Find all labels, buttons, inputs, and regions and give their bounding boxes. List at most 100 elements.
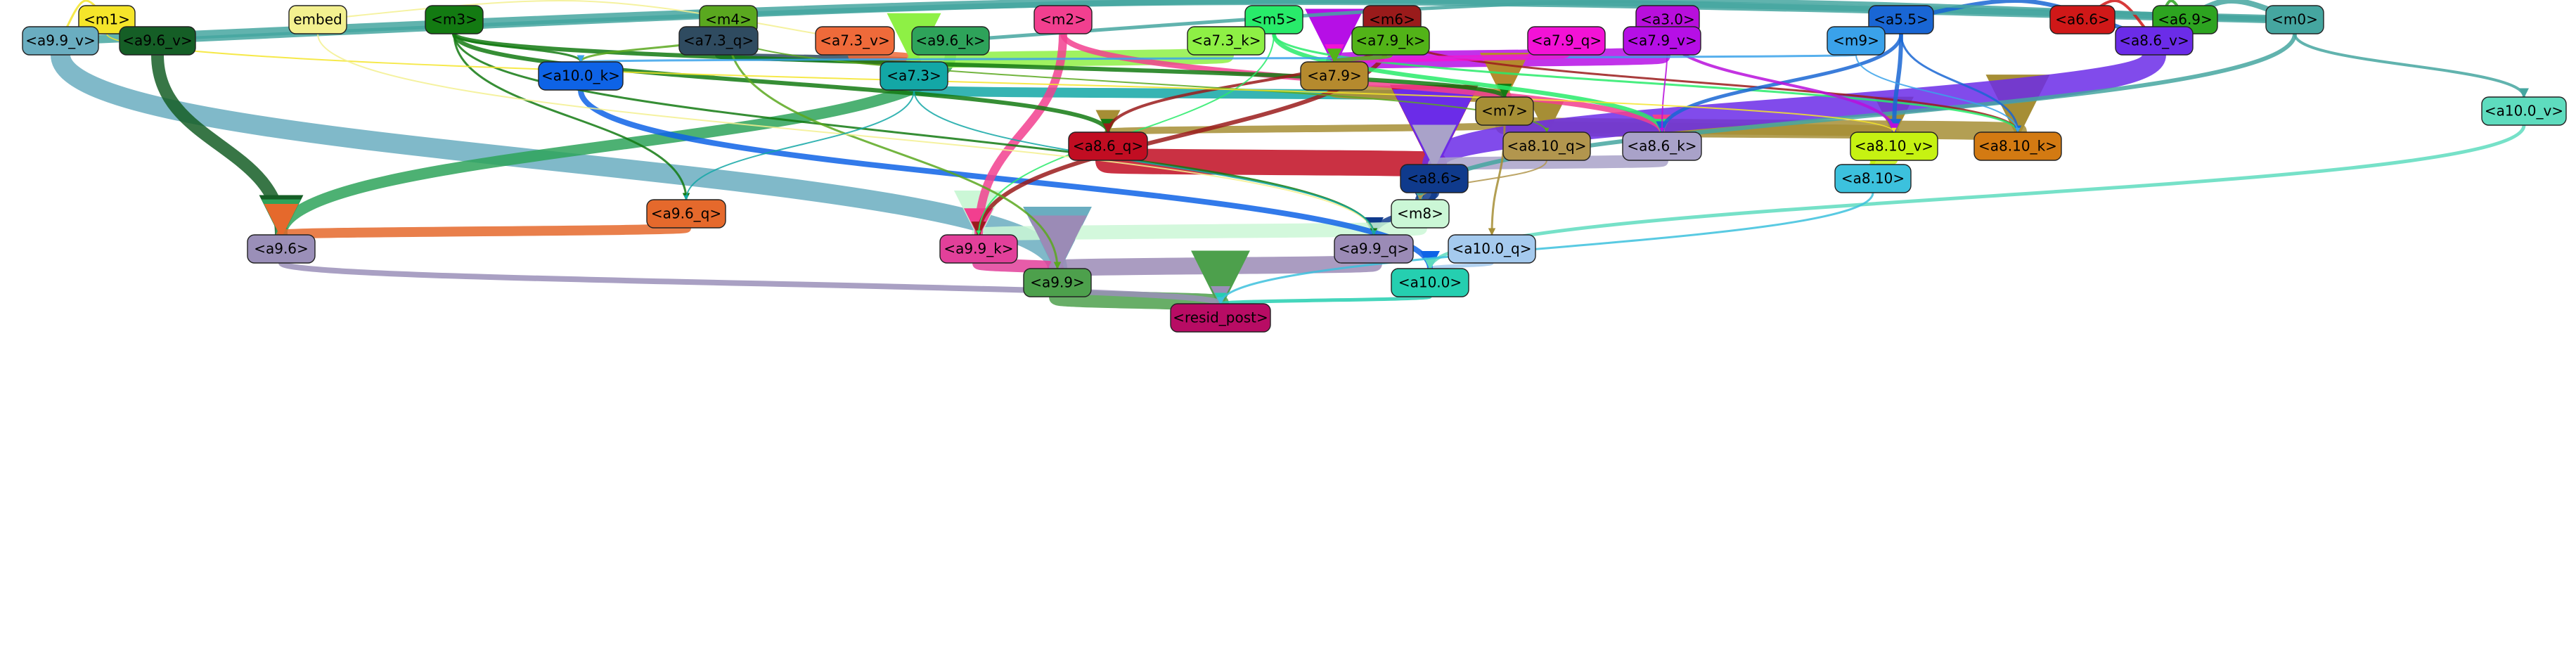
node-label: <a10.0_q>	[1453, 240, 1532, 257]
node-label: <m7>	[1481, 103, 1528, 120]
node-label: <a8.10>	[1841, 170, 1905, 187]
node-label: <a7.9_q>	[1531, 32, 1602, 49]
node-a8-10-q[interactable]: <a8.10_q>	[1502, 131, 1591, 161]
node-m8[interactable]: <m8>	[1391, 199, 1450, 229]
node-a7-3-k[interactable]: <a7.3_k>	[1187, 26, 1266, 56]
node-a8-6-k[interactable]: <a8.6_k>	[1622, 131, 1702, 161]
node-a8-10[interactable]: <a8.10>	[1834, 164, 1912, 193]
edge-m9-to-a10-0-k	[579, 53, 1857, 63]
node-box	[1448, 234, 1536, 264]
node-a8-10-k[interactable]: <a8.10_k>	[1973, 131, 2062, 161]
node-label: <a3.0>	[1640, 11, 1695, 28]
node-m9[interactable]: <m9>	[1827, 26, 1886, 56]
edge-m3-to-a9-6-q	[453, 32, 690, 201]
node-a8-10-v[interactable]: <a8.10_v>	[1850, 131, 1938, 161]
node-a10-0[interactable]: <a10.0>	[1391, 268, 1469, 297]
node-box	[1170, 303, 1271, 333]
node-box	[815, 26, 895, 56]
node-a10-0-k[interactable]: <a10.0_k>	[538, 61, 624, 91]
node-a9-9-q[interactable]: <a9.9_q>	[1334, 234, 1414, 264]
node-box	[425, 5, 484, 34]
edge-m9-to-a8-10-k	[1855, 54, 2021, 133]
node-m7[interactable]: <m7>	[1475, 96, 1534, 126]
node-label: <a10.0>	[1398, 274, 1462, 291]
node-a9-6-v[interactable]: <a9.6_v>	[119, 26, 196, 56]
node-a8-6[interactable]: <a8.6>	[1400, 164, 1469, 193]
node-a7-3-v[interactable]: <a7.3_v>	[815, 26, 895, 56]
node-resid-post[interactable]: <resid_post>	[1170, 303, 1271, 333]
node-a7-9-k[interactable]: <a7.9_k>	[1351, 26, 1430, 56]
node-label: <m2>	[1040, 11, 1086, 28]
node-m3[interactable]: <m3>	[425, 5, 484, 34]
node-label: <a5.5>	[1874, 11, 1928, 28]
node-label: <m3>	[431, 11, 477, 28]
node-a7-3[interactable]: <a7.3>	[880, 61, 948, 91]
node-label: <a9.9_k>	[944, 240, 1013, 257]
node-label: <a6.6>	[2055, 11, 2110, 28]
node-a9-9-k[interactable]: <a9.9_k>	[939, 234, 1018, 264]
node-label: <m9>	[1833, 32, 1879, 49]
node-a9-9-v[interactable]: <a9.9_v>	[22, 26, 99, 56]
node-label: <a9.6_v>	[122, 32, 192, 49]
node-label: <a9.6_k>	[915, 32, 985, 49]
node-box	[119, 26, 196, 56]
edge-a7-3-to-a9-6-q	[683, 89, 915, 200]
node-a9-9[interactable]: <a9.9>	[1023, 268, 1092, 297]
node-box	[1400, 164, 1469, 193]
node-label: <a6.9>	[2158, 11, 2213, 28]
node-box	[2265, 5, 2324, 34]
node-box	[22, 26, 99, 56]
edge-a8-6-k-to-a8-6	[1416, 122, 1668, 171]
node-box	[288, 5, 347, 34]
edge-m0-to-m8	[1412, 32, 2297, 202]
node-label: <a7.9_k>	[1355, 32, 1425, 49]
edge-a9-9-k-to-a9-9	[972, 228, 1078, 275]
node-a5-5[interactable]: <a5.5>	[1868, 5, 1934, 34]
node-label: <a9.9_v>	[25, 32, 95, 49]
edges-layer	[51, 0, 2529, 312]
edge-embed-to-a9-9-q	[317, 33, 1377, 236]
edge-a9-6-q-to-a9-6	[267, 202, 691, 240]
node-box	[1622, 131, 1702, 161]
node-box	[880, 61, 948, 91]
node-m2[interactable]: <m2>	[1033, 5, 1093, 34]
node-label: <a7.9>	[1307, 68, 1362, 84]
node-label: <a8.10_v>	[1855, 138, 1933, 155]
node-a7-9-v[interactable]: <a7.9_v>	[1623, 26, 1701, 56]
edge-a8-10-q-to-m8	[1417, 160, 1547, 200]
node-a8-6-v[interactable]: <a8.6_v>	[2115, 26, 2194, 56]
nodes-layer: <m1>embed<m3><m4><m2><m5><m6><a3.0><a5.5…	[22, 5, 2567, 333]
node-a7-9[interactable]: <a7.9>	[1300, 61, 1369, 91]
node-m0[interactable]: <m0>	[2265, 5, 2324, 34]
node-a7-9-q[interactable]: <a7.9_q>	[1527, 26, 1606, 56]
node-label: embed	[293, 11, 342, 28]
node-a10-0-q[interactable]: <a10.0_q>	[1448, 234, 1536, 264]
node-a8-6-q[interactable]: <a8.6_q>	[1068, 131, 1148, 161]
node-label: <a7.3>	[887, 68, 941, 84]
node-label: <a8.10_k>	[1978, 138, 2057, 155]
node-box	[1827, 26, 1886, 56]
edge-a9-9-q-to-a9-9	[1033, 212, 1382, 277]
edge-a7-3-to-a9-9-q	[913, 89, 1377, 236]
edge-m4-to-a9-9	[727, 32, 1062, 270]
node-box	[1502, 131, 1591, 161]
node-a9-6-k[interactable]: <a9.6_k>	[911, 26, 990, 56]
edge-m1-to-a8-10-v	[106, 33, 1897, 133]
node-box	[247, 234, 316, 264]
node-box	[538, 61, 624, 91]
node-a7-3-q[interactable]: <a7.3_q>	[678, 26, 759, 56]
node-box	[1187, 26, 1266, 56]
node-label: <m0>	[2272, 11, 2318, 28]
node-box	[678, 26, 759, 56]
edge-m3-to-a8-6-q	[452, 32, 1116, 134]
node-label: <a10.0_k>	[541, 68, 620, 84]
node-a9-6-q[interactable]: <a9.6_q>	[646, 199, 726, 229]
edge-m0-to-a9-6-k	[948, 0, 2297, 46]
node-a10-0-v[interactable]: <a10.0_v>	[2481, 96, 2567, 126]
node-a6-6[interactable]: <a6.6>	[2049, 5, 2115, 34]
node-a9-6[interactable]: <a9.6>	[247, 234, 316, 264]
node-embed[interactable]: embed	[288, 5, 347, 34]
node-box	[646, 199, 726, 229]
node-label: <m6>	[1369, 11, 1415, 28]
